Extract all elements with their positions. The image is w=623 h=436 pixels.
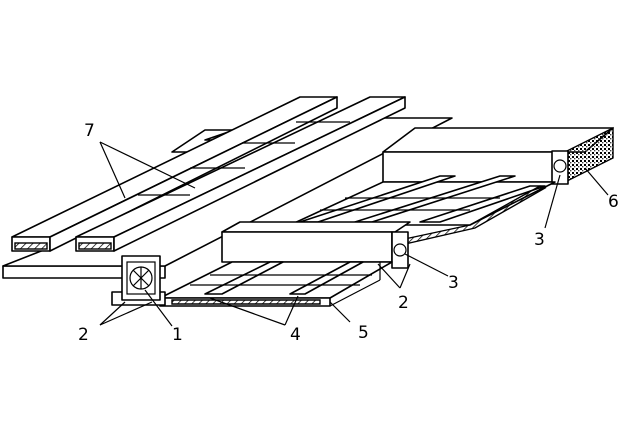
label-3-rear: 3: [534, 230, 545, 250]
front-drying-bed: [159, 261, 393, 307]
rear-fan-3: [551, 150, 569, 185]
label-2-front: 2: [78, 325, 89, 345]
label-6: 6: [608, 192, 619, 212]
leader-lines: [99, 141, 609, 327]
middle-fan-3: [391, 231, 409, 269]
label-5: 5: [358, 323, 369, 343]
rear-housing: [382, 126, 614, 185]
label-2-middle: 2: [398, 293, 409, 313]
label-1: 1: [172, 325, 183, 345]
plank-rack: [2, 96, 453, 279]
plank-1: [11, 96, 338, 252]
plank-1-end-grain: [14, 242, 48, 250]
middle-housing: [221, 221, 411, 269]
label-7: 7: [84, 121, 95, 141]
plank-2: [75, 96, 406, 252]
label-4: 4: [290, 325, 301, 345]
label-3-middle: 3: [448, 273, 459, 293]
plank-2-end-grain: [78, 242, 112, 250]
rear-drying-bed: [289, 175, 556, 245]
front-fan-box: [111, 255, 166, 306]
